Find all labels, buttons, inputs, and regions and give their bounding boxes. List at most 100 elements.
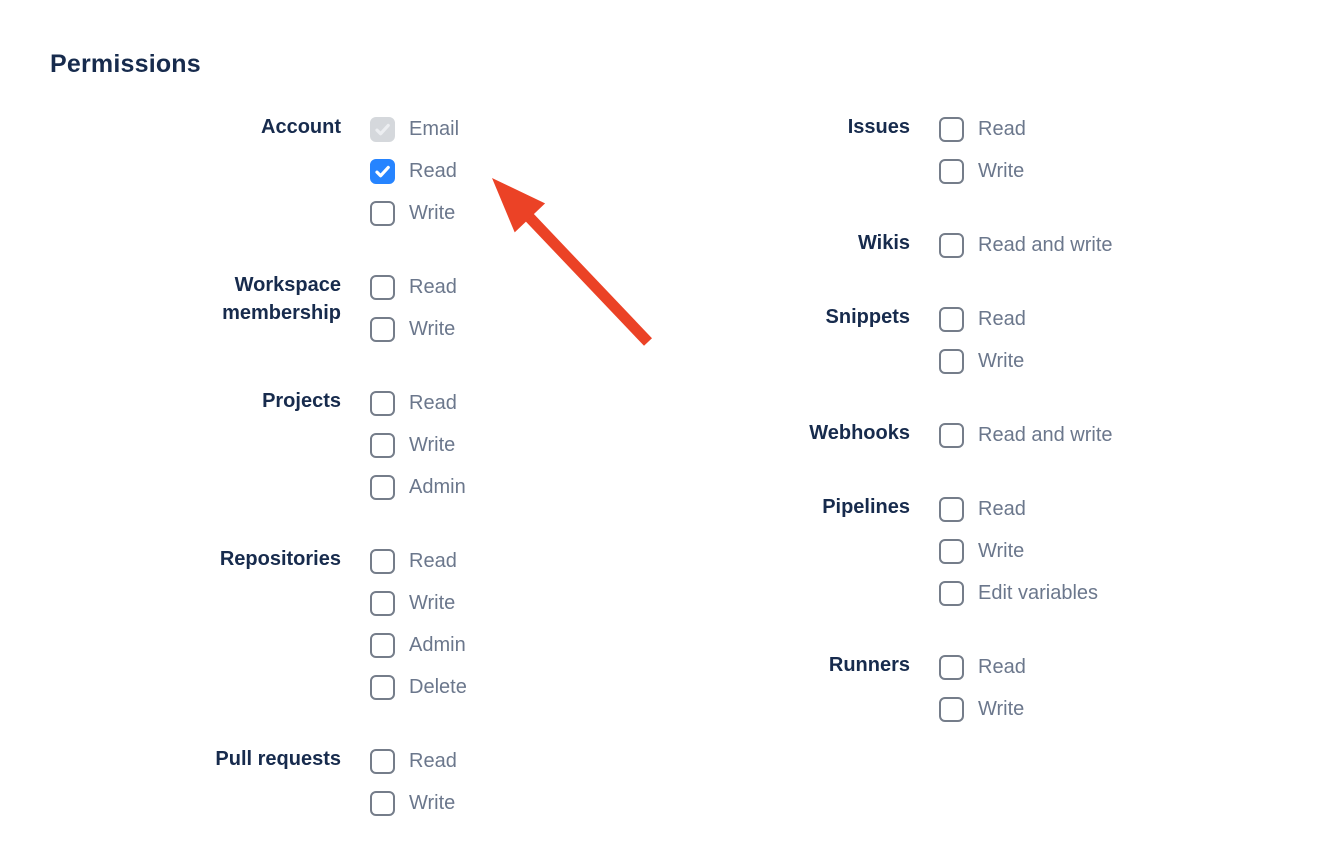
permission-options: Read Write: [939, 108, 1026, 192]
permission-option[interactable]: Admin: [370, 466, 466, 508]
permission-option[interactable]: Read: [939, 646, 1026, 688]
permission-group-label: Workspace membership: [222, 274, 341, 324]
permission-group-label: Issues: [847, 116, 910, 138]
permissions-column-right: Issues Read Write Wikis Read and write S…: [740, 108, 1113, 762]
permission-option-label: Read: [409, 750, 457, 772]
permission-option[interactable]: Write: [370, 424, 466, 466]
permission-checkbox[interactable]: [939, 696, 964, 722]
permission-option[interactable]: Write: [939, 340, 1026, 382]
permission-group-label: Pull requests: [215, 748, 341, 770]
permission-option-label: Email: [409, 118, 460, 140]
permission-group: Pull requests Read Write: [171, 740, 467, 824]
permission-options: Read and write: [939, 414, 1113, 456]
permission-group: Snippets Read Write: [740, 298, 1113, 382]
permission-option[interactable]: Write: [939, 530, 1098, 572]
permission-option[interactable]: Write: [370, 308, 457, 350]
permission-option[interactable]: Read: [370, 540, 467, 582]
permission-checkbox[interactable]: [370, 548, 395, 574]
permission-checkbox[interactable]: [939, 348, 964, 374]
permission-checkbox[interactable]: [370, 200, 395, 226]
permission-option-label: Write: [978, 350, 1025, 372]
permission-checkbox[interactable]: [939, 580, 964, 606]
permission-option[interactable]: Read: [939, 298, 1026, 340]
annotation-arrow-icon: [492, 178, 652, 346]
permission-group: Webhooks Read and write: [740, 414, 1113, 456]
permission-checkbox: [370, 116, 395, 142]
permission-option-label: Write: [409, 792, 456, 814]
permission-option[interactable]: Read: [370, 382, 466, 424]
permission-checkbox[interactable]: [939, 306, 964, 332]
permission-options: Read Write Admin Delete: [370, 540, 467, 708]
checkmark-icon: [375, 123, 390, 135]
permission-group: Issues Read Write: [740, 108, 1113, 192]
permission-options: Read Write: [939, 298, 1026, 382]
permission-option-label: Read: [409, 276, 457, 298]
permission-group-label: Snippets: [825, 306, 910, 328]
permission-checkbox[interactable]: [939, 496, 964, 522]
permission-option[interactable]: Write: [370, 192, 459, 234]
permission-checkbox[interactable]: [939, 538, 964, 564]
permission-option[interactable]: Read: [939, 488, 1098, 530]
permission-checkbox[interactable]: [370, 748, 395, 774]
permission-options: Read Write Admin: [370, 382, 466, 508]
permission-group-label: Repositories: [219, 548, 341, 570]
permission-option[interactable]: Read and write: [939, 224, 1113, 266]
permission-option-label: Write: [978, 160, 1025, 182]
permission-option[interactable]: Write: [370, 782, 457, 824]
arrow-shaft: [519, 206, 652, 346]
permission-options: Read Write: [370, 740, 457, 824]
permission-option[interactable]: Write: [939, 688, 1026, 730]
permission-option[interactable]: Admin: [370, 624, 467, 666]
permission-option-label: Read: [978, 118, 1026, 140]
permission-options: Read Write: [370, 266, 457, 350]
permission-checkbox[interactable]: [370, 390, 395, 416]
permission-checkbox[interactable]: [939, 158, 964, 184]
permission-checkbox[interactable]: [370, 790, 395, 816]
permission-option-label: Write: [409, 592, 456, 614]
arrow-head: [492, 178, 546, 233]
permission-group-label: Pipelines: [822, 496, 910, 518]
permission-option[interactable]: Read: [370, 740, 457, 782]
permission-options: Read and write: [939, 224, 1113, 266]
permission-checkbox[interactable]: [370, 474, 395, 500]
permission-option[interactable]: Read and write: [939, 414, 1113, 456]
permission-option-label: Read and write: [978, 424, 1113, 446]
permission-options: Email Read Write: [370, 108, 459, 234]
permission-option-label: Edit variables: [978, 582, 1099, 604]
permission-option: Email: [370, 108, 459, 150]
permission-group-label: Projects: [262, 390, 341, 412]
permission-option-label: Read: [978, 498, 1026, 520]
permission-checkbox[interactable]: [370, 674, 395, 700]
permission-option-label: Admin: [409, 634, 466, 656]
permission-group: Pipelines Read Write Edit variables: [740, 488, 1113, 614]
permission-checkbox[interactable]: [370, 632, 395, 658]
permission-group-label: Account: [261, 116, 341, 138]
permission-option-label: Write: [978, 698, 1025, 720]
permission-checkbox[interactable]: [939, 232, 964, 258]
permission-checkbox[interactable]: [370, 316, 395, 342]
permission-checkbox[interactable]: [370, 158, 395, 184]
permission-option[interactable]: Write: [939, 150, 1026, 192]
permission-option[interactable]: Read: [370, 150, 459, 192]
permission-checkbox[interactable]: [939, 422, 964, 448]
permission-group: Repositories Read Write Admin Delete: [171, 540, 467, 708]
permission-option-label: Admin: [409, 476, 466, 498]
permission-group-label: Webhooks: [809, 422, 910, 444]
permission-group-label: Runners: [828, 654, 910, 676]
permission-option[interactable]: Write: [370, 582, 467, 624]
permission-option[interactable]: Delete: [370, 666, 467, 708]
permission-checkbox[interactable]: [370, 432, 395, 458]
permission-option[interactable]: Read: [370, 266, 457, 308]
permission-option-label: Delete: [409, 676, 467, 698]
permission-option-label: Read: [409, 160, 457, 182]
permission-checkbox[interactable]: [370, 274, 395, 300]
permission-option-label: Read: [409, 550, 457, 572]
permission-checkbox[interactable]: [939, 116, 964, 142]
permission-option[interactable]: Edit variables: [939, 572, 1098, 614]
permission-group: Runners Read Write: [740, 646, 1113, 730]
permission-option-label: Write: [978, 540, 1025, 562]
permission-checkbox[interactable]: [370, 590, 395, 616]
permission-option-label: Read: [409, 392, 457, 414]
permission-option[interactable]: Read: [939, 108, 1026, 150]
permission-checkbox[interactable]: [939, 654, 964, 680]
